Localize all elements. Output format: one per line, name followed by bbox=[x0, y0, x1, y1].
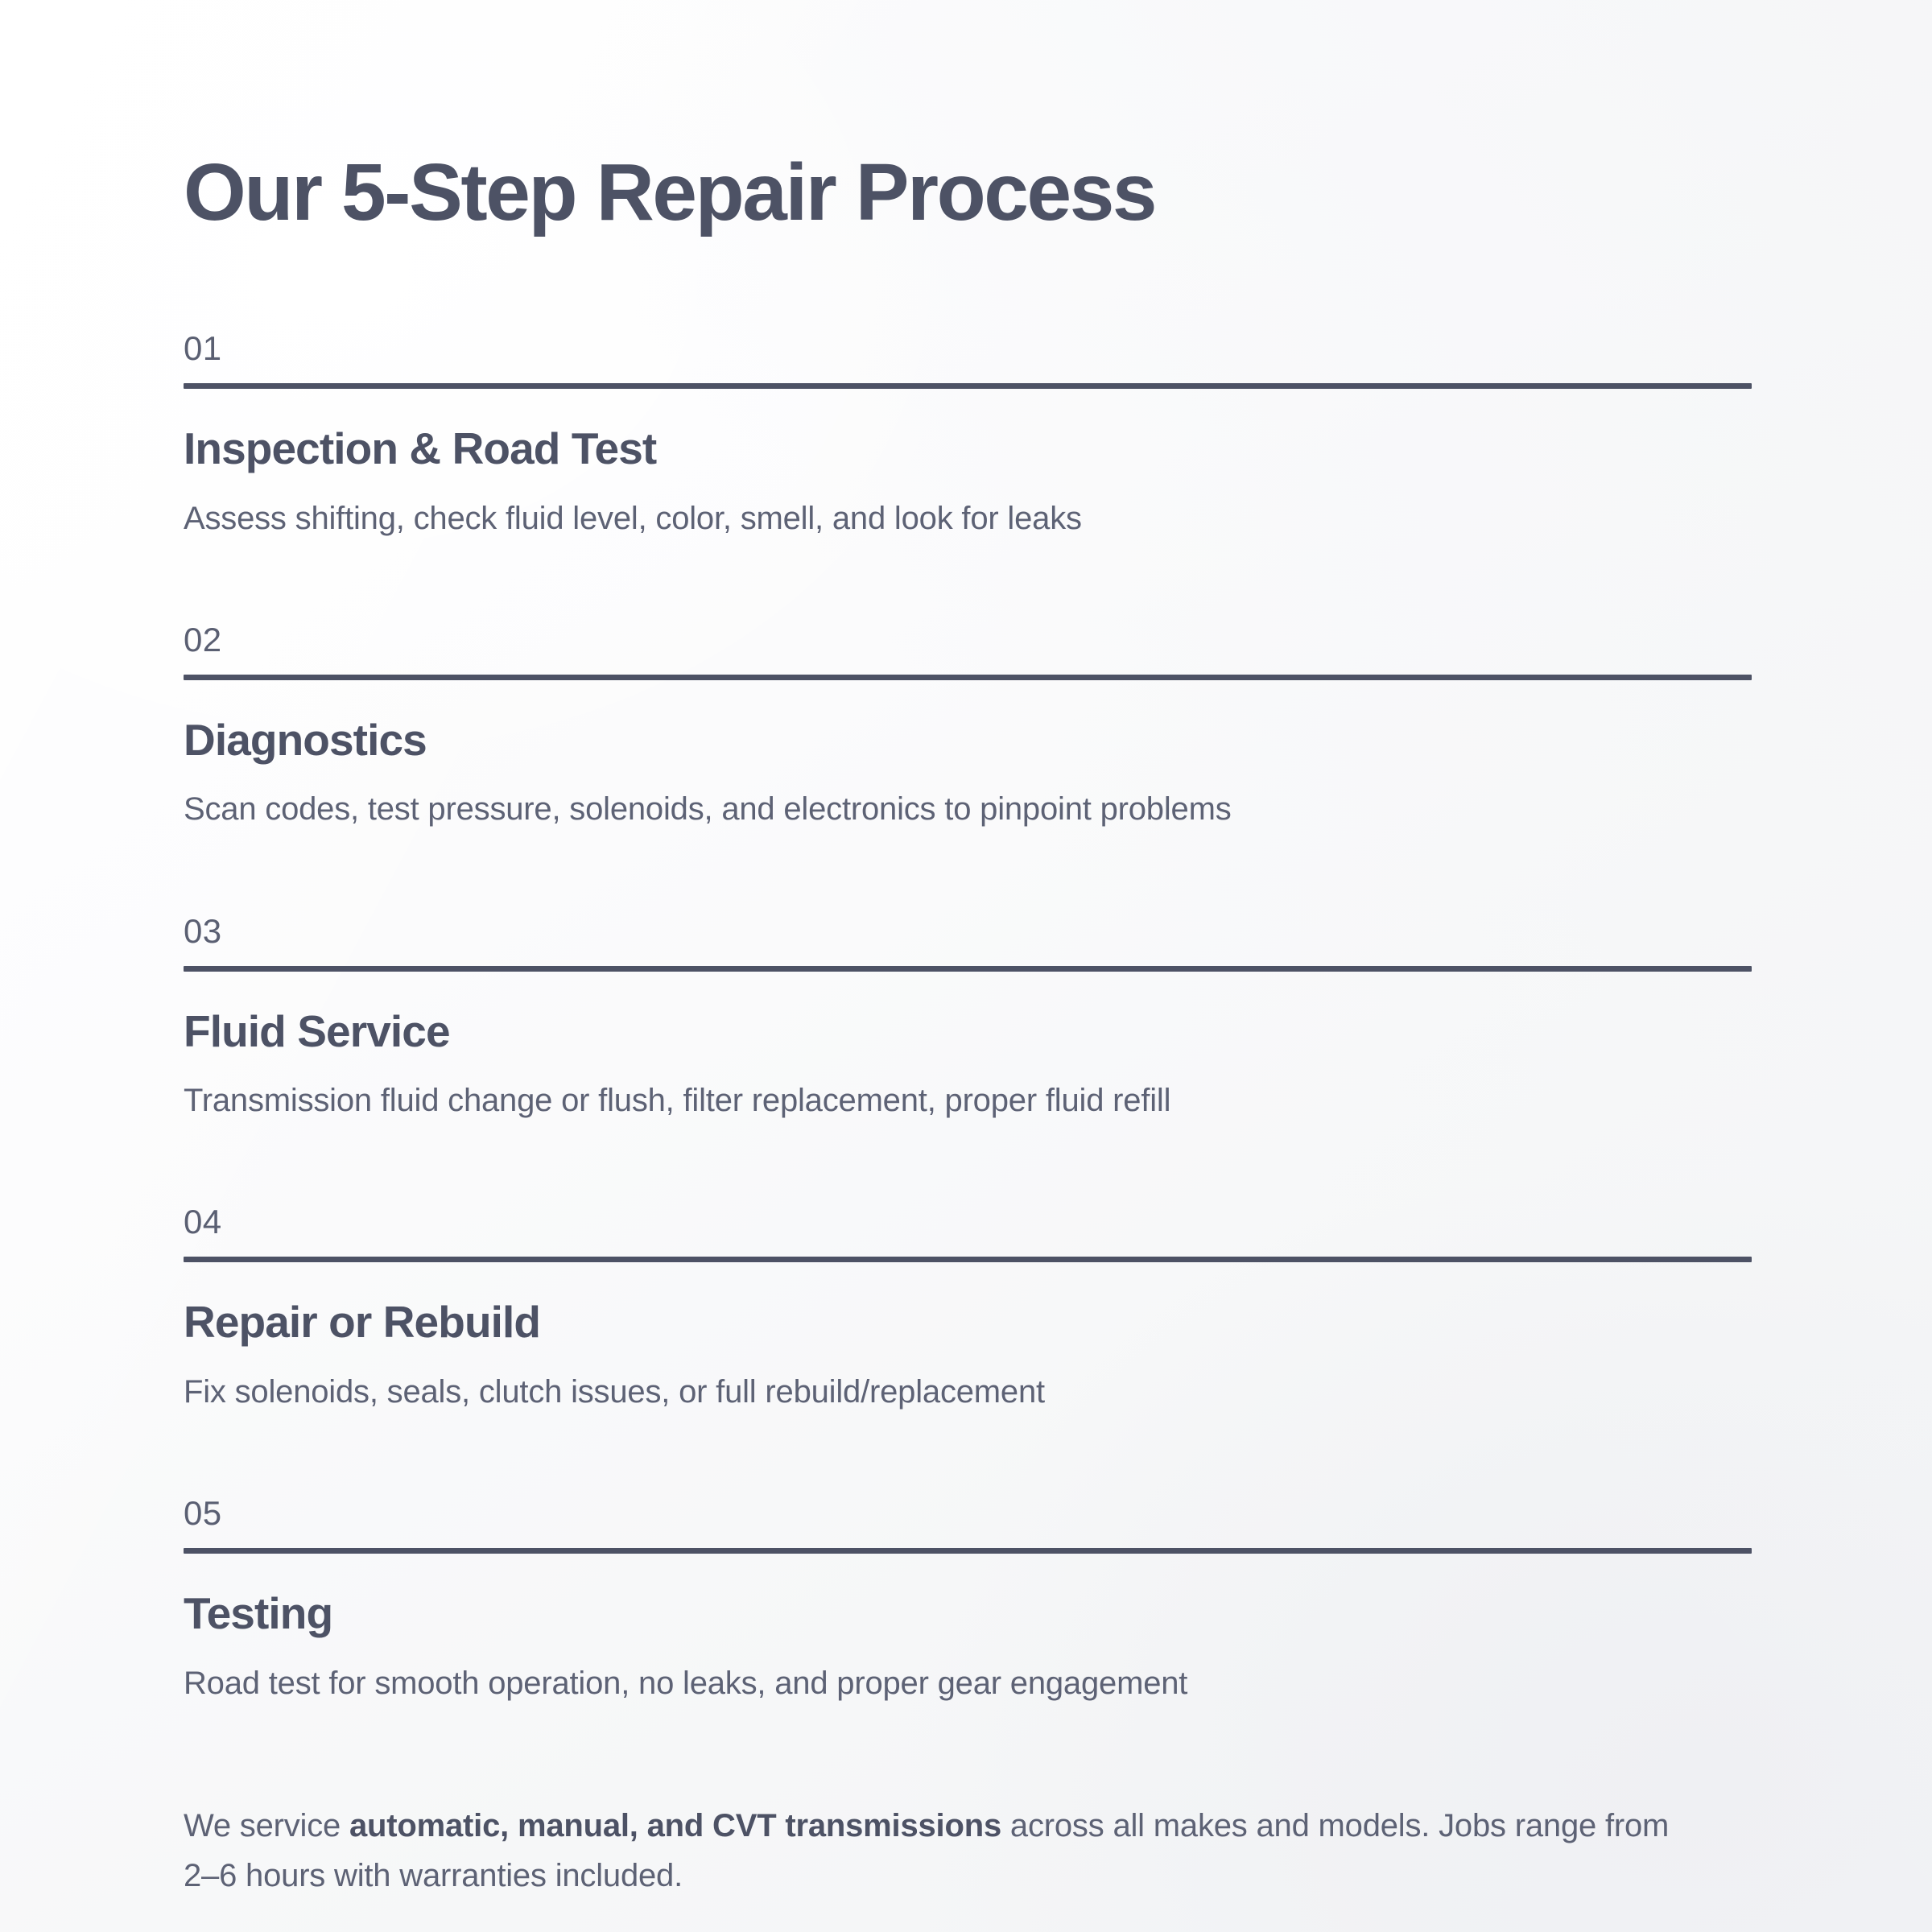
step-title: Testing bbox=[184, 1588, 333, 1639]
step-title: Diagnostics bbox=[184, 714, 427, 765]
closing-note-lead: We service bbox=[184, 1807, 350, 1843]
step-description: Scan codes, test pressure, solenoids, an… bbox=[184, 791, 1232, 828]
step-title: Repair or Rebuild bbox=[184, 1297, 541, 1348]
closing-note: We service automatic, manual, and CVT tr… bbox=[184, 1704, 1713, 1901]
step-title: Fluid Service bbox=[184, 1005, 451, 1056]
step-number: 04 bbox=[184, 1203, 222, 1241]
step-number: 03 bbox=[184, 911, 222, 950]
process-step-01: 01 Inspection & Road Test Assess shiftin… bbox=[184, 332, 1752, 539]
step-number: 05 bbox=[184, 1494, 222, 1533]
process-step-list: 01 Inspection & Road Test Assess shiftin… bbox=[184, 332, 1752, 1704]
step-number: 01 bbox=[184, 329, 222, 367]
process-step-02: 02 Diagnostics Scan codes, test pressure… bbox=[184, 620, 1752, 831]
step-divider-rule bbox=[184, 383, 1752, 389]
page-title: Our 5-Step Repair Process bbox=[184, 147, 1158, 237]
step-divider-rule bbox=[184, 965, 1752, 972]
step-divider-rule bbox=[184, 1548, 1752, 1554]
process-step-03: 03 Fluid Service Transmission fluid chan… bbox=[184, 914, 1752, 1122]
step-divider-rule bbox=[184, 674, 1752, 680]
step-description: Assess shifting, check fluid level, colo… bbox=[184, 500, 1082, 536]
step-divider-rule bbox=[184, 1257, 1752, 1263]
step-description: Transmission fluid change or flush, filt… bbox=[184, 1083, 1171, 1119]
closing-note-tail: across all makes and models. Jobs range … bbox=[184, 1807, 1670, 1893]
step-title: Inspection & Road Test bbox=[184, 423, 657, 473]
step-description: Road test for smooth operation, no leaks… bbox=[184, 1665, 1188, 1701]
process-step-05: 05 Testing Road test for smooth operatio… bbox=[184, 1496, 1752, 1704]
step-number: 02 bbox=[184, 620, 222, 658]
step-description: Fix solenoids, seals, clutch issues, or … bbox=[184, 1373, 1045, 1410]
closing-note-emphasis: automatic, manual, and CVT transmissions bbox=[349, 1807, 1001, 1843]
content-column: Our 5-Step Repair Process 01 Inspection … bbox=[184, 0, 1752, 1901]
process-step-04: 04 Repair or Rebuild Fix solenoids, seal… bbox=[184, 1205, 1752, 1413]
